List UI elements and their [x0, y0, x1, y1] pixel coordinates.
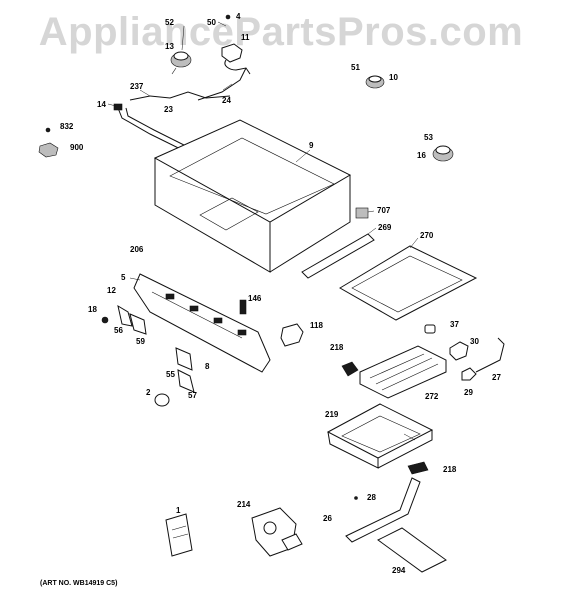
callout-13: 13: [165, 42, 174, 51]
callout-51: 51: [351, 63, 360, 72]
burner-valve-50-11: [221, 14, 251, 75]
callout-27: 27: [492, 373, 501, 382]
callout-146: 146: [248, 294, 262, 303]
callout-29: 29: [464, 388, 473, 397]
burner-valve-52-13: [170, 51, 192, 75]
callout-50: 50: [207, 18, 216, 27]
callout-118: 118: [310, 321, 323, 330]
callout-59: 59: [136, 337, 145, 346]
burner-valve-53-16: [432, 145, 454, 162]
burner-valve-51-10: [365, 75, 385, 89]
callout-270: 270: [420, 231, 434, 240]
callout-14: 14: [97, 100, 106, 109]
callout-269: 269: [378, 223, 392, 232]
callout-37: 37: [450, 320, 459, 329]
callout-1: 1: [176, 506, 181, 515]
callout-53: 53: [424, 133, 433, 142]
callout-16: 16: [417, 151, 426, 160]
callout-2: 2: [146, 388, 151, 397]
callout-206: 206: [130, 245, 144, 254]
callout-8: 8: [205, 362, 210, 371]
callout-294: 294: [392, 566, 406, 575]
callout-219: 219: [325, 410, 339, 419]
callout-707: 707: [377, 206, 391, 215]
callout-28: 28: [367, 493, 376, 502]
callout-30: 30: [470, 337, 479, 346]
callout-55: 55: [166, 370, 175, 379]
callout-214: 214: [237, 500, 251, 509]
callout-832: 832: [60, 122, 74, 131]
art-number: (ART NO. WB14919 C5): [40, 580, 118, 587]
callout-12: 12: [107, 286, 116, 295]
callout-900: 900: [70, 143, 84, 152]
watermark: AppliancePartsPros.com: [38, 10, 524, 54]
callout-56: 56: [114, 326, 123, 335]
igniter-832-900: [38, 127, 59, 158]
callout-9: 9: [309, 141, 314, 150]
callout-11: 11: [241, 33, 250, 42]
callout-218: 218: [330, 343, 344, 352]
callout-18: 18: [88, 305, 97, 314]
callout-57: 57: [188, 391, 197, 400]
callout-5: 5: [121, 273, 126, 282]
callout-4: 4: [236, 12, 241, 21]
callout-218b: 218: [443, 465, 457, 474]
callout-24: 24: [222, 96, 231, 105]
callout-52: 52: [165, 18, 174, 27]
callout-237: 237: [130, 82, 144, 91]
callout-272: 272: [425, 392, 439, 401]
callout-10: 10: [389, 73, 398, 82]
callout-26: 26: [323, 514, 332, 523]
callout-23: 23: [164, 105, 173, 114]
